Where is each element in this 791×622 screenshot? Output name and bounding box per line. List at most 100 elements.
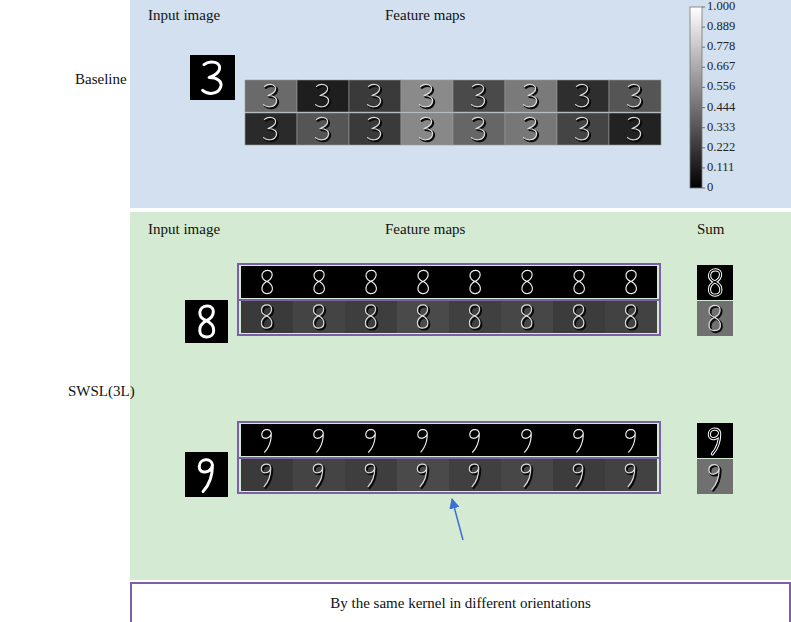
digit-stroke — [264, 117, 277, 139]
feature-map — [345, 424, 397, 456]
digit-stroke — [367, 306, 377, 329]
feature-map — [345, 459, 397, 491]
tick-mark — [702, 47, 705, 48]
feature-map — [185, 452, 228, 497]
feature-map — [697, 459, 733, 494]
tick-mark — [702, 167, 705, 168]
colorbar-ticks — [702, 7, 705, 188]
digit-stroke — [366, 430, 375, 453]
feature-map — [609, 80, 661, 112]
swsl-illustration — [185, 264, 733, 497]
feature-map — [241, 459, 293, 491]
digit-stroke — [709, 305, 720, 330]
feature-map — [449, 459, 501, 491]
digit-stroke — [265, 86, 278, 108]
digit-stroke — [473, 86, 486, 108]
group-outline — [238, 300, 660, 335]
feature-map — [345, 266, 397, 298]
feature-map — [453, 80, 505, 112]
feature-map — [190, 55, 235, 100]
feature-map — [449, 424, 501, 456]
digit-stroke — [417, 464, 426, 487]
feature-map — [697, 265, 733, 300]
tick-mark — [702, 107, 705, 108]
digit-stroke — [573, 305, 583, 328]
column-heading: Input image — [148, 6, 220, 24]
feature-map — [697, 301, 733, 336]
digit-stroke — [263, 306, 273, 329]
digit-stroke — [369, 86, 382, 108]
feature-map — [449, 266, 501, 298]
digit-stroke — [628, 117, 641, 139]
feature-map — [293, 459, 345, 491]
colorbar-value: 0.222 — [707, 140, 735, 155]
feature-map — [553, 424, 605, 456]
digit-stroke — [469, 305, 479, 328]
digit-stroke — [203, 62, 221, 93]
digit-stroke — [625, 305, 635, 328]
swsl-band: SWSL(3L)Input imageFeature mapsSum — [130, 212, 791, 580]
feature-map — [241, 424, 293, 456]
tick-mark — [702, 67, 705, 68]
colorbar-value: 0.111 — [707, 160, 734, 175]
digit-stroke — [420, 117, 433, 139]
digit-stroke — [710, 270, 721, 295]
feature-map — [397, 424, 449, 456]
feature-map — [609, 113, 661, 145]
feature-map — [241, 301, 293, 333]
digit-stroke — [625, 464, 634, 487]
digit-stroke — [365, 464, 374, 487]
digit-stroke — [472, 84, 485, 106]
digit-stroke — [261, 464, 270, 487]
digit-stroke — [521, 305, 531, 328]
colorbar-value: 0.778 — [707, 39, 735, 54]
feature-map — [185, 300, 228, 343]
digit-stroke — [262, 270, 272, 293]
digit-stroke — [368, 117, 381, 139]
digit-stroke — [417, 305, 427, 328]
digit-stroke — [263, 465, 272, 488]
digit-stroke — [471, 306, 481, 329]
feature-map — [297, 80, 349, 112]
feature-map — [293, 266, 345, 298]
digit-stroke — [525, 119, 538, 141]
feature-map — [501, 301, 553, 333]
feature-map — [293, 424, 345, 456]
feature-map — [397, 459, 449, 491]
digit-stroke — [626, 430, 635, 453]
feature-map — [605, 266, 657, 298]
digit-stroke — [576, 84, 589, 106]
digit-stroke — [521, 464, 530, 487]
digit-stroke — [574, 430, 583, 453]
tick-mark — [702, 127, 705, 128]
digit-stroke — [710, 307, 721, 332]
digit-stroke — [316, 117, 329, 139]
digit-stroke — [313, 464, 322, 487]
digit-stroke — [575, 465, 584, 488]
digit-stroke — [367, 465, 376, 488]
digit-stroke — [628, 84, 641, 106]
feature-map — [349, 80, 401, 112]
tick-mark — [702, 87, 705, 88]
row-label: Baseline — [75, 70, 127, 88]
feature-map — [505, 80, 557, 112]
feature-map — [605, 424, 657, 456]
feature-map — [401, 113, 453, 145]
digit-stroke — [709, 429, 719, 454]
tick-mark — [702, 7, 705, 8]
digit-stroke — [577, 86, 590, 108]
digit-stroke — [313, 305, 323, 328]
feature-map — [397, 301, 449, 333]
digit-stroke — [421, 119, 434, 141]
digit-stroke — [629, 86, 642, 108]
digit-stroke — [369, 119, 382, 141]
digit-stroke — [421, 86, 434, 108]
digit-stroke — [419, 306, 429, 329]
colorbar-value: 0.667 — [707, 59, 735, 74]
digit-stroke — [368, 84, 381, 106]
digit-stroke — [314, 270, 324, 293]
feature-map — [245, 80, 297, 112]
note-box: By the same kernel in different orientat… — [130, 582, 791, 622]
